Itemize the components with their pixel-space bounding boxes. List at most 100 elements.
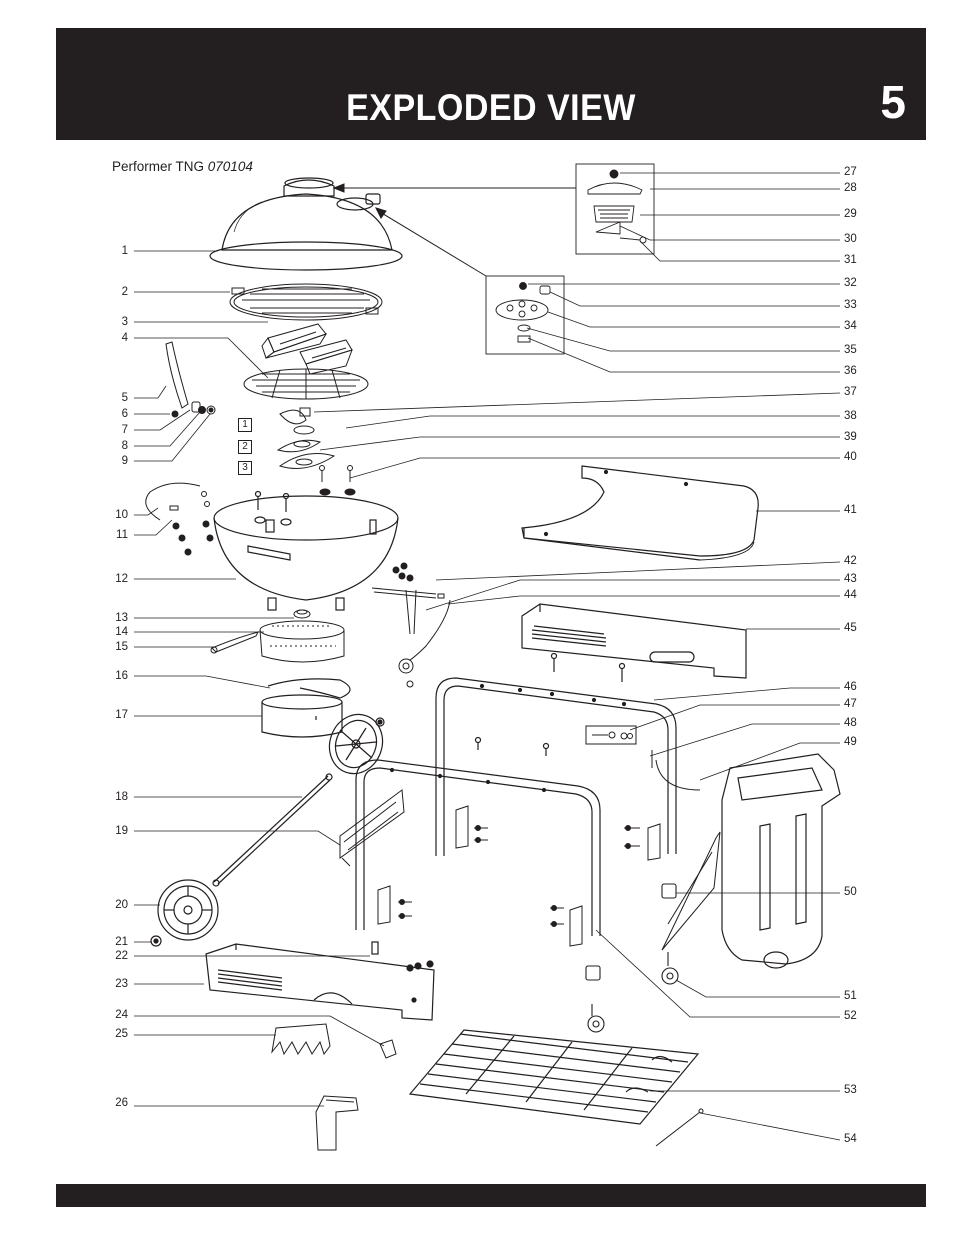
right-leg-bracket xyxy=(661,831,721,951)
ash-pan-wire xyxy=(267,678,351,699)
damper-step-3: 3 xyxy=(238,461,252,475)
callout-2: 2 xyxy=(121,286,128,298)
callout-9: 9 xyxy=(121,455,128,467)
callout-40: 40 xyxy=(844,451,857,463)
callout-4: 4 xyxy=(121,332,128,344)
callout-47: 47 xyxy=(844,698,857,710)
callout-10: 10 xyxy=(115,509,128,521)
side-table xyxy=(521,465,759,561)
callout-23: 23 xyxy=(115,978,128,990)
lid-hook-parts xyxy=(145,482,214,556)
damper-parts xyxy=(276,407,356,496)
callout-11: 11 xyxy=(116,529,128,541)
gas-hardware xyxy=(371,562,451,688)
callout-54: 54 xyxy=(844,1133,857,1145)
callout-24: 24 xyxy=(115,1009,128,1021)
callout-21: 21 xyxy=(115,936,128,948)
callout-28: 28 xyxy=(844,182,857,194)
page-number: 5 xyxy=(880,76,906,128)
ash-catcher-assembly xyxy=(210,609,345,663)
callout-41: 41 xyxy=(844,504,857,516)
caster-wheels xyxy=(585,883,679,1033)
callout-7: 7 xyxy=(121,424,128,436)
callout-44: 44 xyxy=(844,589,857,601)
lid-vent-inset xyxy=(575,163,655,255)
callout-5: 5 xyxy=(121,392,128,404)
cooking-grate xyxy=(229,283,383,321)
leader-lines-left xyxy=(134,250,385,1107)
callout-19: 19 xyxy=(115,825,128,837)
wheel-upper xyxy=(328,713,385,775)
front-panel xyxy=(521,603,747,682)
callout-18: 18 xyxy=(115,791,128,803)
callout-52: 52 xyxy=(844,1010,857,1022)
callout-39: 39 xyxy=(844,431,857,443)
vent-assembly-inset xyxy=(485,275,565,355)
callout-1: 1 xyxy=(121,245,128,257)
callout-49: 49 xyxy=(844,736,857,748)
callout-29: 29 xyxy=(844,208,857,220)
front-frame xyxy=(355,759,601,936)
page-title: EXPLODED VIEW xyxy=(346,87,636,128)
grill-lid xyxy=(209,177,403,271)
damper-step-2: 2 xyxy=(238,440,252,454)
axle xyxy=(212,773,333,887)
callout-14: 14 xyxy=(115,626,128,638)
callout-43: 43 xyxy=(844,573,857,585)
callout-13: 13 xyxy=(115,612,128,624)
model-name: Performer TNG xyxy=(112,159,205,174)
callout-48: 48 xyxy=(844,717,857,729)
callout-42: 42 xyxy=(844,555,857,567)
callout-46: 46 xyxy=(844,681,857,693)
callout-26: 26 xyxy=(115,1097,128,1109)
tool-hooks xyxy=(271,1023,397,1059)
char-baskets xyxy=(261,323,353,375)
callout-35: 35 xyxy=(844,344,857,356)
grill-bowl xyxy=(213,490,399,611)
callout-50: 50 xyxy=(844,886,857,898)
callout-53: 53 xyxy=(844,1084,857,1096)
callout-20: 20 xyxy=(115,899,128,911)
callout-51: 51 xyxy=(844,990,857,1002)
footer-bar xyxy=(56,1184,926,1207)
callout-37: 37 xyxy=(844,386,857,398)
callout-32: 32 xyxy=(844,277,857,289)
callout-45: 45 xyxy=(844,622,857,634)
callout-31: 31 xyxy=(844,254,857,266)
callout-27: 27 xyxy=(844,166,857,178)
rear-frame xyxy=(435,677,677,856)
lid-handle-hardware xyxy=(165,341,216,418)
page-header: EXPLODED VIEW 5 xyxy=(56,28,926,140)
callout-3: 3 xyxy=(121,316,128,328)
callout-25: 25 xyxy=(115,1028,128,1040)
fuel-container xyxy=(721,753,841,969)
tool-holder-panel xyxy=(205,941,435,1021)
callout-16: 16 xyxy=(115,670,128,682)
callout-15: 15 xyxy=(115,641,128,653)
callout-38: 38 xyxy=(844,410,857,422)
callout-30: 30 xyxy=(844,233,857,245)
bottom-shelf xyxy=(408,1029,700,1125)
callout-6: 6 xyxy=(121,408,128,420)
model-label: Performer TNG 070104 xyxy=(112,159,253,175)
callout-34: 34 xyxy=(844,320,857,332)
clip-part xyxy=(315,1095,359,1151)
callout-36: 36 xyxy=(844,365,857,377)
damper-step-1: 1 xyxy=(238,418,252,432)
shelf-pin xyxy=(655,1108,704,1147)
leader-lines-right xyxy=(313,172,841,1141)
frame-brackets-bolts xyxy=(377,805,661,947)
arrows-lid-insets xyxy=(332,183,576,277)
callout-8: 8 xyxy=(121,440,128,452)
wheel-lower xyxy=(150,879,219,947)
leg-bracket xyxy=(339,789,405,867)
ash-pan xyxy=(261,694,343,738)
model-code: 070104 xyxy=(207,159,253,174)
charcoal-grate xyxy=(243,368,369,400)
callout-17: 17 xyxy=(115,709,128,721)
callout-12: 12 xyxy=(115,573,128,585)
callout-33: 33 xyxy=(844,299,857,311)
callout-22: 22 xyxy=(115,950,128,962)
gauge-bracket xyxy=(585,725,701,791)
